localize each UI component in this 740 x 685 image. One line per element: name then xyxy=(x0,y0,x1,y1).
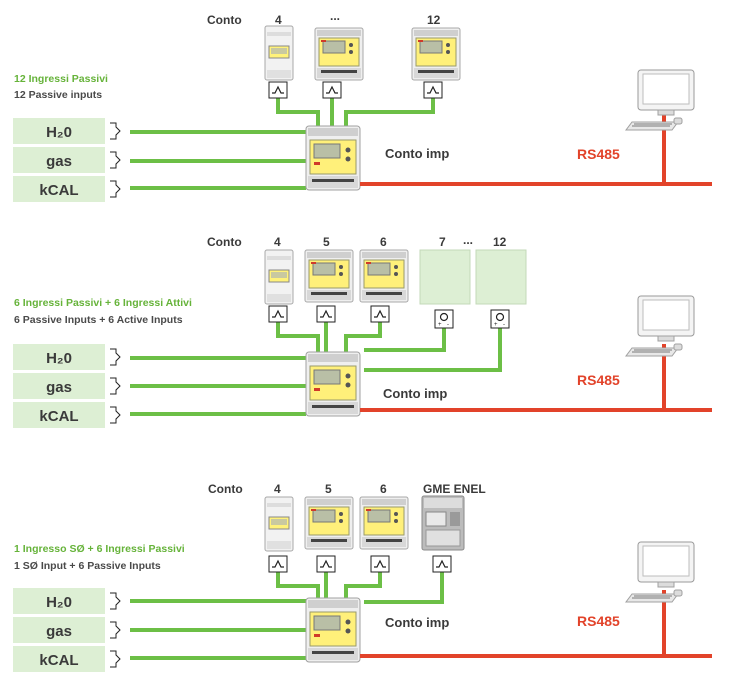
input-label: gas xyxy=(46,153,72,170)
meter-icon xyxy=(304,496,354,550)
rs485-label: RS485 xyxy=(577,613,620,629)
conto-imp-hub xyxy=(305,351,361,417)
input-box-gas xyxy=(13,373,105,399)
section-header-en: 12 Passive inputs xyxy=(14,89,102,101)
pulse-contact-icon xyxy=(268,305,288,323)
input-box-h2o xyxy=(13,588,105,614)
input-box-h2o xyxy=(13,344,105,370)
conto-imp-hub xyxy=(305,125,361,191)
meter-number-label: 5 xyxy=(323,235,330,249)
rs485-label: RS485 xyxy=(577,146,620,162)
input-box-kcal xyxy=(13,646,105,672)
input-contact-icon xyxy=(109,377,121,395)
active-slot-label: 12 xyxy=(493,235,507,249)
computer-icon xyxy=(625,541,695,603)
input-box-kcal xyxy=(13,176,105,202)
input-box-gas xyxy=(13,617,105,643)
meter-number-label: 12 xyxy=(427,13,441,27)
conto-label: Conto xyxy=(207,235,242,249)
input-contact-icon xyxy=(109,406,121,424)
pulse-contact-icon xyxy=(370,555,390,573)
input-contact-icon xyxy=(109,348,121,366)
meter-number-label: 5 xyxy=(325,482,332,496)
gme-enel-meter-icon xyxy=(421,495,465,551)
input-label: H₂0 xyxy=(46,350,72,367)
section-header-en: 1 SØ Input + 6 Passive Inputs xyxy=(14,560,161,572)
input-label: gas xyxy=(46,623,72,640)
input-label: kCAL xyxy=(39,652,78,669)
pulse-contact-icon xyxy=(316,555,336,573)
meter-icon xyxy=(411,27,461,81)
input-box-h2o xyxy=(13,118,105,144)
input-label: H₂0 xyxy=(46,124,72,141)
meter-icon xyxy=(359,249,409,303)
input-label: kCAL xyxy=(39,182,78,199)
meter-number-label: 4 xyxy=(274,235,281,249)
active-contact-icon xyxy=(490,309,510,329)
meter-icon xyxy=(264,496,294,552)
meter-icon xyxy=(304,249,354,303)
rs485-label: RS485 xyxy=(577,372,620,388)
input-box-gas xyxy=(13,147,105,173)
gme-enel-label: GME ENEL xyxy=(423,482,486,496)
computer-icon xyxy=(625,69,695,131)
pulse-contact-icon xyxy=(322,81,342,99)
input-label: H₂0 xyxy=(46,594,72,611)
section-header-it: 6 Ingressi Passivi + 6 Ingressi Attivi xyxy=(14,297,192,309)
meter-icon xyxy=(264,249,294,305)
input-contact-icon xyxy=(109,621,121,639)
conto-imp-hub xyxy=(305,597,361,663)
pulse-contact-icon xyxy=(268,81,288,99)
pulse-contact-icon xyxy=(316,305,336,323)
pulse-contact-icon xyxy=(423,81,443,99)
pulse-contact-icon xyxy=(268,555,288,573)
hub-label: Conto imp xyxy=(383,386,447,401)
section-1: 12 Ingressi Passivi 12 Passive inputs Co… xyxy=(13,9,712,202)
section-2: 6 Ingressi Passivi + 6 Ingressi Attivi 6… xyxy=(13,233,712,428)
conto-label: Conto xyxy=(207,13,242,27)
section-3: 1 Ingresso SØ + 6 Ingressi Passivi 1 SØ … xyxy=(13,482,712,672)
active-slot-label: 7 xyxy=(439,235,446,249)
computer-icon xyxy=(625,295,695,357)
meter-icon xyxy=(264,25,294,81)
meter-number-label: 6 xyxy=(380,482,387,496)
input-contact-icon xyxy=(109,180,121,198)
section-header-it: 12 Ingressi Passivi xyxy=(14,73,108,85)
active-slot-box xyxy=(419,249,471,305)
hub-label: Conto imp xyxy=(385,146,449,161)
pulse-contact-icon xyxy=(370,305,390,323)
meter-number-label: ... xyxy=(330,9,340,23)
meter-number-label: 6 xyxy=(380,235,387,249)
input-label: kCAL xyxy=(39,408,78,425)
meter-number-label: 4 xyxy=(275,13,282,27)
conto-label: Conto xyxy=(208,482,243,496)
active-contact-icon xyxy=(434,309,454,329)
meter-number-label: 4 xyxy=(274,482,281,496)
section-header-en: 6 Passive Inputs + 6 Active Inputs xyxy=(14,314,183,326)
input-contact-icon xyxy=(109,151,121,169)
meter-icon xyxy=(314,27,364,81)
meter-icon xyxy=(359,496,409,550)
input-contact-icon xyxy=(109,650,121,668)
input-label: gas xyxy=(46,379,72,396)
input-box-kcal xyxy=(13,402,105,428)
pulse-contact-icon xyxy=(432,555,452,573)
input-contact-icon xyxy=(109,122,121,140)
active-slot-box xyxy=(475,249,527,305)
input-contact-icon xyxy=(109,592,121,610)
active-slot-label: ... xyxy=(463,233,473,247)
hub-label: Conto imp xyxy=(385,615,449,630)
section-header-it: 1 Ingresso SØ + 6 Ingressi Passivi xyxy=(14,543,185,555)
